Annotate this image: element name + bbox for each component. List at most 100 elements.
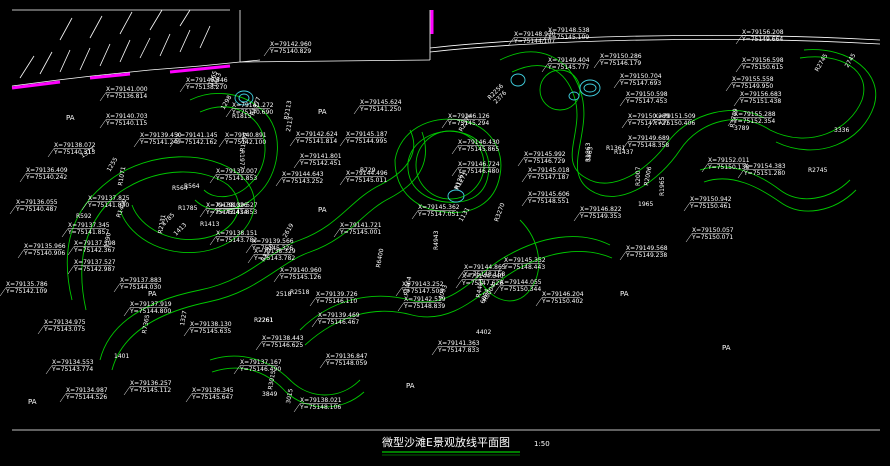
coord-leader (0, 287, 7, 297)
dimension-label: 1401 (114, 353, 129, 360)
coord-x: X=79150.057 (692, 227, 734, 234)
coord-x: X=79138.072 (54, 142, 96, 149)
coord-leader (521, 173, 529, 183)
coord-y: Y=75147.051 (417, 211, 459, 218)
coord-y: Y=75149.664 (741, 36, 783, 43)
coord-y: Y=75143.782 (253, 255, 295, 262)
coord-y: Y=75146.467 (317, 319, 359, 326)
coord-y: Y=75147.453 (625, 98, 667, 105)
coord-x: X=79136.055 (16, 199, 58, 206)
rock-icon (447, 189, 465, 203)
coord-x: X=79137.167 (240, 359, 282, 366)
hatch-strokes (19, 9, 211, 79)
area-label-pa: PA (66, 114, 75, 122)
area-label-pa: PA (406, 382, 415, 390)
dimension-label: 4093 (437, 284, 449, 301)
coord-y: Y=75145.777 (547, 64, 589, 71)
coord-x: X=79136.409 (26, 167, 68, 174)
coord-leader (17, 249, 25, 259)
coord-leader (293, 159, 301, 169)
coord-y: Y=75152.354 (733, 118, 775, 125)
coord-leader (727, 117, 735, 127)
radius-label: R1785 (178, 205, 198, 212)
coord-x: X=79144.055 (500, 279, 542, 286)
coord-x: X=79138.130 (190, 321, 232, 328)
coord-y: Y=75148.551 (527, 198, 569, 205)
radius-label: R2007 (635, 166, 642, 186)
radius-label: R2745 (814, 53, 830, 73)
coord-leader (273, 273, 281, 283)
coord-leader (737, 169, 745, 179)
coord-leader (179, 83, 187, 93)
dimension-label: 2518 (276, 291, 291, 298)
dimension-label: 2745 (844, 52, 858, 69)
coord-leader (725, 82, 733, 92)
radius-label: R4403 (475, 278, 485, 299)
coord-y: Y=75150.406 (653, 120, 695, 127)
coord-x: X=79141.721 (340, 222, 382, 229)
area-label-pa: PA (148, 290, 157, 298)
path-outline (199, 106, 266, 198)
coord-leader (9, 205, 17, 215)
coord-x: X=79137.919 (130, 301, 172, 308)
coord-leader (59, 393, 67, 403)
coord-leader (99, 119, 107, 129)
coord-leader (199, 208, 207, 218)
radius-label: R2518 (290, 289, 310, 296)
coord-x: X=79150.942 (690, 196, 732, 203)
coord-x: X=79138.151 (216, 230, 258, 237)
coord-x: X=79141.272 (232, 102, 274, 109)
path-outline (66, 156, 255, 301)
area-label-pa: PA (620, 290, 629, 298)
coord-x: X=79152.011 (708, 157, 750, 164)
coord-leader (225, 108, 233, 118)
coord-leader (339, 137, 347, 147)
radius-label: R592 (76, 213, 92, 220)
radius-label: R1965 (659, 176, 666, 196)
path-outline (769, 56, 865, 139)
coord-y: Y=75150.615 (741, 64, 783, 71)
coord-x: X=79137.883 (120, 277, 162, 284)
dimension-label: 3849 (262, 391, 277, 398)
path-loop (394, 118, 502, 213)
coord-x: X=79145.018 (528, 167, 570, 174)
dimension-label: 3789 (734, 125, 749, 132)
coord-leader (735, 35, 743, 45)
coord-leader (289, 137, 297, 147)
coord-y: Y=75144.526 (65, 394, 107, 401)
coord-leader (573, 212, 581, 222)
coord-y: Y=75146.490 (239, 366, 281, 373)
coord-leader (441, 119, 449, 129)
coord-x: X=79154.383 (744, 163, 786, 170)
coord-x: X=79139.450 (140, 132, 182, 139)
coord-leader (521, 197, 529, 207)
coord-leader (319, 359, 327, 369)
dimension-label: 1590 (103, 232, 113, 248)
coord-leader (733, 97, 741, 107)
coord-y: Y=75146.480 (457, 168, 499, 175)
coordinate-labels: X=79142.960Y=75140.829X=79140.446Y=75138… (5, 27, 786, 411)
coord-y: Y=75142.162 (175, 139, 217, 146)
path-outline (479, 219, 540, 302)
coord-leader (218, 138, 226, 148)
coord-y: Y=75136.814 (105, 93, 147, 100)
